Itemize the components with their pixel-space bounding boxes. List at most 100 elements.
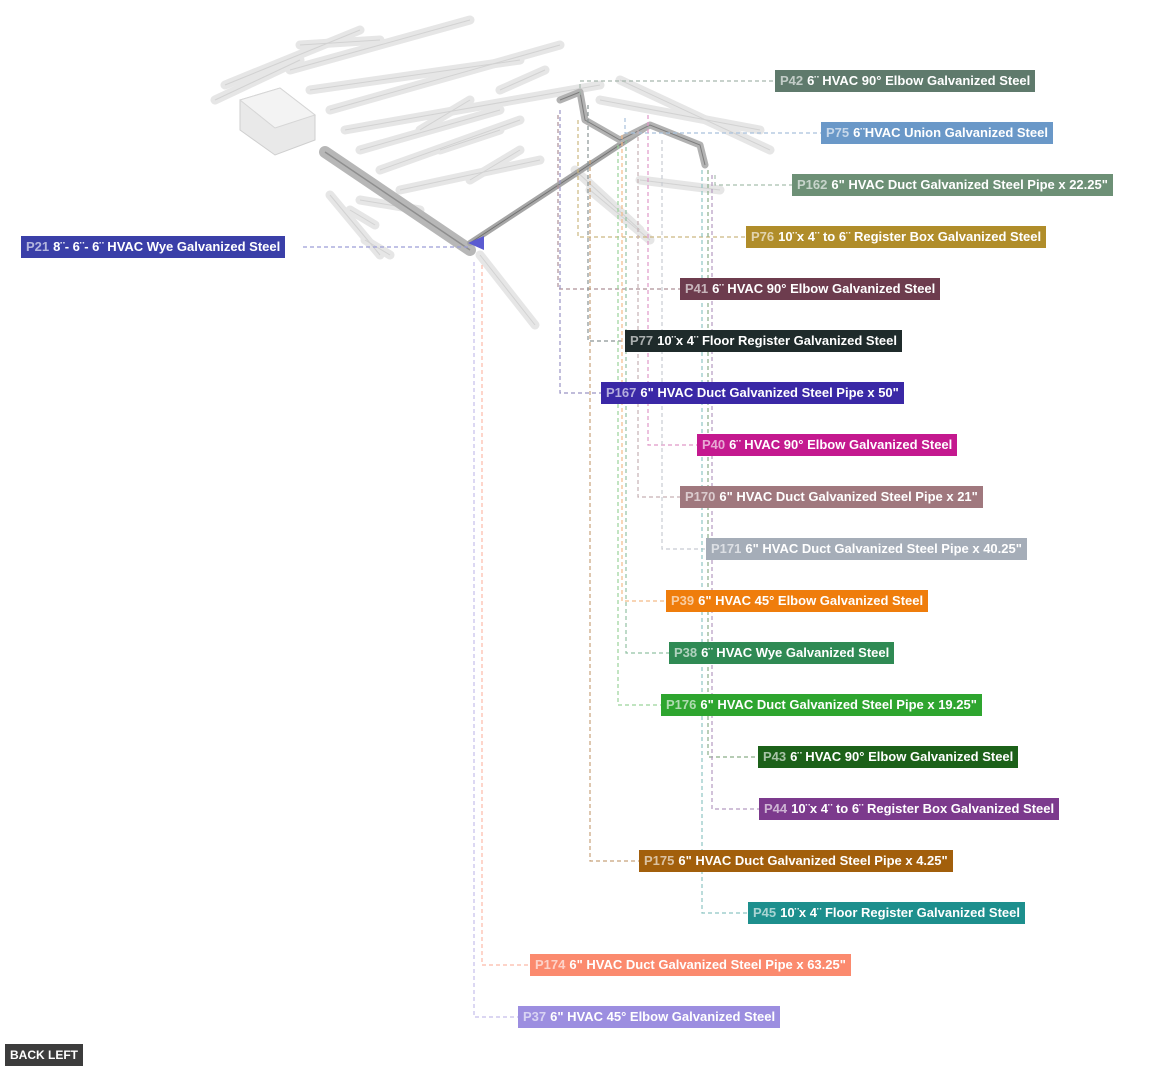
ghost-duct-13 (435, 125, 505, 155)
ghost-duct-23 (635, 175, 725, 195)
ghost-duct-edge-14 (469, 149, 521, 181)
main-trunk-duct (319, 146, 476, 256)
ghost-duct-20 (475, 250, 540, 330)
callout-p37-desc: 6" HVAC 45° Elbow Galvanized Steel (550, 1009, 776, 1024)
ghost-duct-15 (495, 65, 550, 95)
leader-line-2 (714, 175, 792, 186)
callout-p76-id: P76 (751, 229, 775, 244)
ghost-duct-9 (395, 155, 545, 195)
leader-line-3 (577, 120, 746, 238)
ghost-duct-edge-17 (619, 79, 771, 151)
ghost-duct-edge-7 (359, 109, 501, 151)
upper-run-duct-edge (559, 91, 706, 166)
ghost-duct-1 (220, 25, 365, 90)
callout-p39-desc: 6" HVAC 45° Elbow Galvanized Steel (698, 593, 924, 608)
leader-line-0 (579, 80, 775, 95)
callout-p167-id: P167 (606, 385, 637, 400)
ghost-duct-edge-21 (364, 239, 391, 256)
p21-pointer-arrow (468, 236, 484, 250)
leader-line-1 (624, 118, 821, 134)
callout-p175-desc: 6" HVAC Duct Galvanized Steel Pipe x 4.2… (678, 853, 948, 868)
callout-p167-desc: 6" HVAC Duct Galvanized Steel Pipe x 50" (640, 385, 899, 400)
callout-p43-id: P43 (763, 749, 787, 764)
ghost-duct-edge-10 (329, 194, 381, 256)
callout-p21-desc: 8¨- 6¨- 6¨ HVAC Wye Galvanized Steel (53, 239, 281, 254)
ghost-duct-edge-3 (289, 19, 471, 71)
callout-p44-id: P44 (764, 801, 788, 816)
callout-p170-desc: 6" HVAC Duct Galvanized Steel Pipe x 21" (719, 489, 978, 504)
ghost-duct-edge-8 (379, 119, 521, 171)
callout-p75-desc: 6¨HVAC Union Galvanized Steel (853, 125, 1048, 140)
plenum-box-top (238, 87, 317, 129)
callout-p76-desc: 10¨x 4¨ to 6¨ Register Box Galvanized St… (778, 229, 1042, 244)
ghost-duct-edge-22 (349, 209, 376, 226)
callout-p162-desc: 6" HVAC Duct Galvanized Steel Pipe x 22.… (831, 177, 1108, 192)
ghost-duct-edge-23 (639, 179, 721, 191)
leader-line-12 (617, 145, 661, 706)
ghost-duct-edge-13 (439, 129, 501, 151)
ghost-duct-edge-5 (329, 44, 561, 111)
callout-p42-id: P42 (780, 73, 804, 88)
ghost-duct-22 (345, 205, 380, 230)
callout-p176-id: P176 (666, 697, 697, 712)
ghost-duct-18 (570, 165, 645, 235)
ghost-duct-6 (340, 80, 605, 135)
callout-p38-id: P38 (674, 645, 698, 660)
callout-p39-id: P39 (671, 593, 695, 608)
branch-duct-edge (469, 124, 651, 244)
back-left-view-button[interactable]: BACK LEFT (5, 1044, 83, 1066)
leader-line-5 (587, 105, 625, 342)
callout-p170-id: P170 (685, 489, 716, 504)
ghost-duct-edge-9 (399, 159, 541, 191)
callout-p44-desc: 10¨x 4¨ to 6¨ Register Box Galvanized St… (791, 801, 1055, 816)
callout-p77-id: P77 (630, 333, 654, 348)
ghost-duct-0 (210, 55, 305, 105)
callout-p41-desc: 6¨ HVAC 90° Elbow Galvanized Steel (712, 281, 936, 296)
ghost-duct-7 (355, 105, 505, 155)
ghost-duct-edge-11 (359, 199, 421, 211)
callout-p21-id: P21 (26, 239, 50, 254)
callout-p162-id: P162 (797, 177, 828, 192)
ghost-duct-14 (465, 145, 525, 185)
ghost-duct-edge-0 (214, 59, 301, 101)
callout-p40-id: P40 (702, 437, 726, 452)
ghost-duct-3 (285, 15, 475, 75)
ghost-duct-4 (305, 55, 525, 95)
ghost-duct-edge-4 (309, 59, 521, 91)
callout-p43-desc: 6¨ HVAC 90° Elbow Galvanized Steel (790, 749, 1014, 764)
callout-p175-id: P175 (644, 853, 675, 868)
ghost-duct-edge-16 (599, 99, 761, 131)
ghost-duct-21 (360, 235, 395, 260)
ghost-duct-edge-2 (299, 39, 381, 46)
ghost-duct-16 (595, 95, 765, 135)
callout-p45-id: P45 (753, 905, 777, 920)
callout-p40-desc: 6¨ HVAC 90° Elbow Galvanized Steel (729, 437, 953, 452)
ghost-duct-edge-15 (499, 69, 546, 91)
ghost-duct-2 (295, 35, 385, 50)
leader-line-13 (707, 170, 758, 758)
ghost-duct-12 (415, 95, 475, 135)
callout-p176-desc: 6" HVAC Duct Galvanized Steel Pipe x 19.… (700, 697, 977, 712)
callout-p171-desc: 6" HVAC Duct Galvanized Steel Pipe x 40.… (745, 541, 1022, 556)
callout-p38-desc: 6¨ HVAC Wye Galvanized Steel (701, 645, 890, 660)
